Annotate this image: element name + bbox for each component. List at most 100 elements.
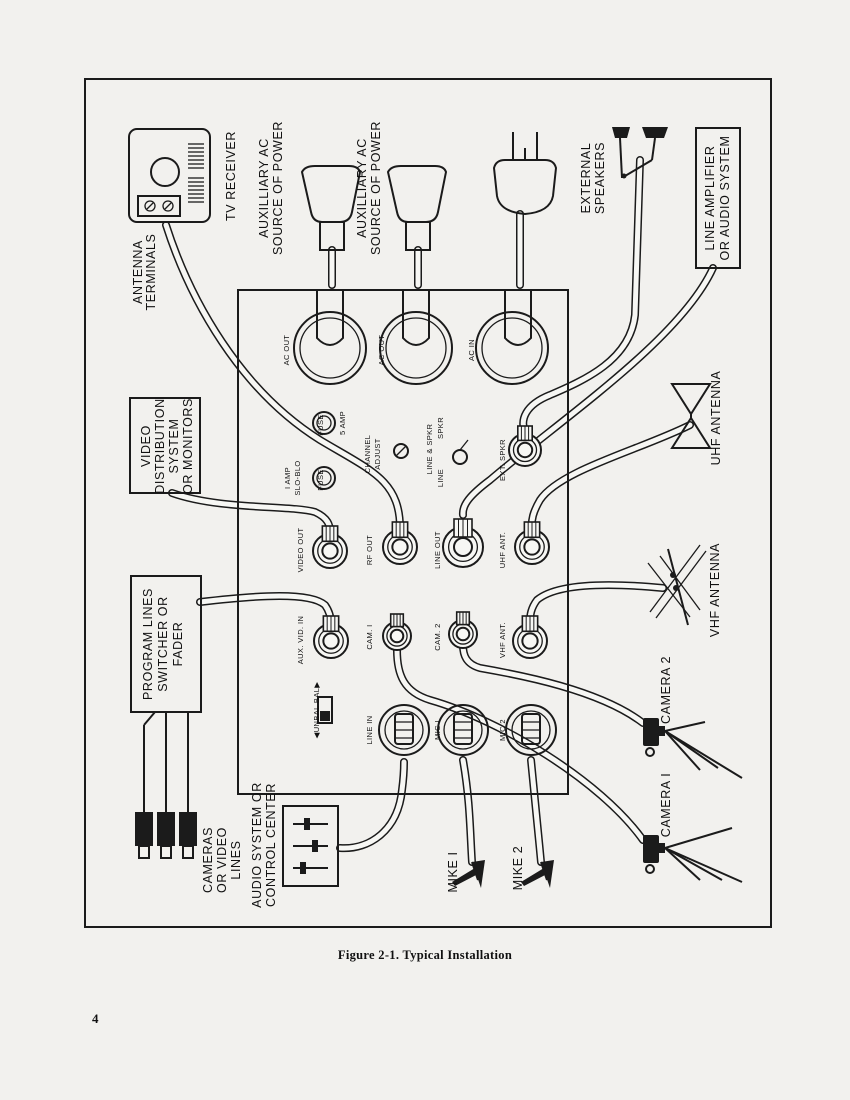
fuse-5amp <box>312 411 336 435</box>
connector-line-out <box>442 518 484 568</box>
fuse-label-1amp: FUSE <box>316 469 325 491</box>
label-terminals: TERMINALS <box>144 234 158 311</box>
label-5amp: 5 AMP <box>338 411 347 435</box>
ac-in-receptacle <box>475 290 549 385</box>
label-ext-spkr: EXT. SPKR <box>498 439 507 481</box>
label-speakers: SPEAKERS <box>593 142 607 214</box>
line-amplifier-box <box>695 127 741 269</box>
label-ac-out-1: AC OUT <box>282 335 291 366</box>
label-unbal-bal: ◀UNBAL BAL▶ <box>312 681 321 739</box>
label-aux-vid-in: AUX. VID. IN <box>296 616 305 665</box>
mike-2 <box>521 860 554 888</box>
aux-ac-plug-1 <box>300 165 362 251</box>
label-line-out: LINE OUT <box>433 531 442 569</box>
figure-caption: Figure 2-1. Typical Installation <box>337 948 513 962</box>
label-line-in: LINE IN <box>365 715 374 744</box>
connector-uhf-ant <box>514 521 550 565</box>
label-aux-ac-1-line2: SOURCE OF POWER <box>271 121 285 255</box>
label-cam-2: CAM. 2 <box>433 623 442 650</box>
label-video-out: VIDEO OUT <box>296 528 305 573</box>
label-tv-receiver: TV RECEIVER <box>224 131 238 221</box>
vhf-antenna <box>647 544 707 626</box>
aux-ac-plug-2 <box>386 165 448 251</box>
mike-1 <box>452 860 485 888</box>
video-distribution-box <box>129 397 201 494</box>
connector-cam-1 <box>382 613 412 651</box>
ac-out-2-receptacle <box>379 290 453 385</box>
page-number: 4 <box>92 1011 99 1026</box>
label-mike-2: MIKE 2 <box>511 846 525 891</box>
label-vhf-antenna: VHF ANTENNA <box>708 543 722 637</box>
external-speakers <box>612 127 668 179</box>
label-mike-1: MIKE I <box>446 851 460 892</box>
mic-1-socket <box>437 704 489 756</box>
label-antenna: ANTENNA <box>131 240 145 304</box>
label-vhf-ant: VHF ANT. <box>498 622 507 658</box>
label-program-lines: PROGRAM LINES <box>141 588 155 700</box>
label-aux-ac-2-line2: SOURCE OF POWER <box>369 121 383 255</box>
label-or-monitors: OR MONITORS <box>181 398 195 494</box>
label-lines: LINES <box>229 840 243 879</box>
video-line-plugs <box>135 812 197 859</box>
label-distribution: DISTRIBUTION <box>153 398 167 493</box>
channel-adjust-screw[interactable] <box>393 443 409 459</box>
label-1amp: I AMP <box>283 467 292 489</box>
unbal-bal-switch[interactable] <box>317 696 333 724</box>
label-cam-1: CAM. I <box>365 624 374 649</box>
label-line: LINE <box>436 469 445 487</box>
label-camera-1: CAMERA I <box>659 773 673 838</box>
line-spkr-switch[interactable] <box>452 439 469 465</box>
connector-cam-2 <box>448 611 478 649</box>
label-slo-blo: SLO-BLO <box>293 460 302 495</box>
label-or-audio-system: OR AUDIO SYSTEM <box>718 136 732 261</box>
label-ac-in: AC IN <box>467 339 476 361</box>
connector-video-out <box>312 525 348 569</box>
ac-in-plug <box>492 132 558 216</box>
uhf-antenna <box>670 383 712 449</box>
label-camera-2: CAMERA 2 <box>659 656 673 724</box>
label-fader: FADER <box>171 622 185 667</box>
label-external: EXTERNAL <box>579 143 593 214</box>
cables <box>143 156 717 866</box>
fuse-label-5amp: FUSE <box>316 414 325 436</box>
label-switcher-or: SWITCHER OR <box>156 596 170 692</box>
camera-1 <box>643 827 743 883</box>
connector-aux-vid-in <box>313 615 349 659</box>
program-lines-box <box>130 575 202 713</box>
label-aux-ac-2-line1: AUXILLIARY AC <box>355 138 369 238</box>
label-audio-system-or: AUDIO SYSTEM OR <box>250 782 264 908</box>
tv-receiver <box>128 128 211 223</box>
line-in-socket <box>378 704 430 756</box>
label-cameras: CAMERAS <box>201 827 215 893</box>
ac-out-1-receptacle <box>293 290 367 385</box>
label-uhf-ant: UHF ANT. <box>498 532 507 569</box>
figure-frame <box>84 78 772 928</box>
label-mic-1: MIC I <box>433 720 442 740</box>
label-spkr: SPKR <box>436 417 445 439</box>
label-mic-2: MIC 2 <box>498 719 507 741</box>
fuse-1amp <box>312 466 336 490</box>
label-video: VIDEO <box>139 425 153 467</box>
label-line-and-spkr: LINE & SPKR <box>425 423 434 474</box>
camera-2 <box>643 718 743 779</box>
label-system: SYSTEM <box>167 419 181 474</box>
label-or-video: OR VIDEO <box>215 827 229 893</box>
label-ac-out-2: AC OUT <box>377 335 386 366</box>
connector-ext-spkr <box>508 425 542 467</box>
label-rf-out: RF OUT <box>365 535 374 565</box>
label-aux-ac-1-line1: AUXILLIARY AC <box>257 138 271 238</box>
label-control-center: CONTROL CENTER <box>264 783 278 907</box>
audio-system-box <box>282 805 339 887</box>
cable-line-in <box>336 758 408 853</box>
label-uhf-antenna: UHF ANTENNA <box>709 371 723 466</box>
panel-labels: AC OUT AC OUT AC IN 5 AMP I AMP SLO-BLO … <box>282 335 507 745</box>
antenna-terminal-block <box>137 195 181 217</box>
mic-2-socket <box>505 704 557 756</box>
connector-rf-out <box>382 521 418 565</box>
label-channel: CHANNEL <box>363 435 372 474</box>
connector-vhf-ant <box>512 615 548 659</box>
label-line-amplifier: LINE AMPLIFIER <box>703 146 717 251</box>
cable-uhf-ant <box>527 421 694 534</box>
label-adjust: ADJUST <box>373 438 382 470</box>
